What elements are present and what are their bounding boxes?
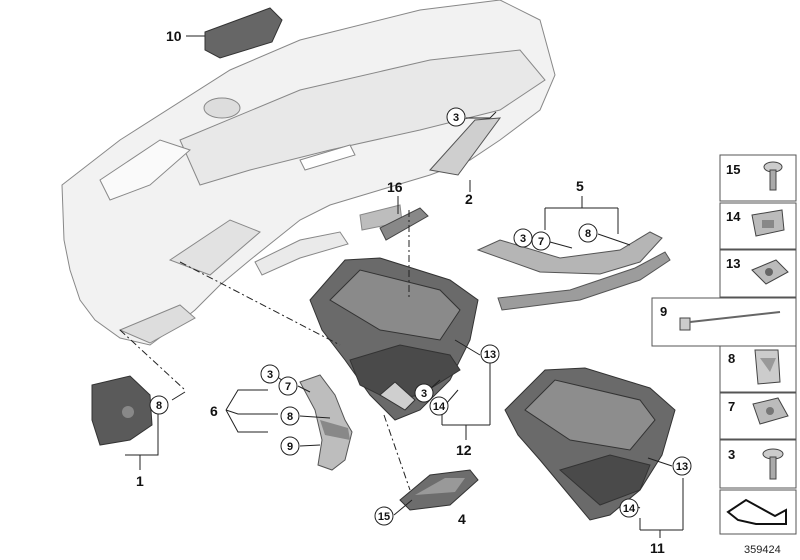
bracket-thumbnail (726, 498, 787, 525)
circle-label-3: 3 (453, 112, 459, 124)
circle-label-13: 13 (676, 461, 688, 473)
part-1-cover (91, 375, 153, 446)
circle-label-8: 8 (585, 228, 591, 240)
callout-11: 11 (650, 540, 665, 556)
circle-label-14: 14 (433, 401, 446, 413)
nut-13-thumbnail (751, 259, 789, 285)
reference-number: 359424 (744, 544, 781, 556)
circle-label-3: 3 (520, 233, 526, 245)
sidebar-label-9: 9 (660, 304, 667, 319)
cable-tie-9-thumbnail (679, 311, 781, 331)
callout-1: 1 (136, 473, 144, 489)
circle-label-9: 9 (287, 441, 293, 453)
sidebar-label-15: 15 (726, 162, 740, 177)
sidebar-label-8: 8 (728, 351, 735, 366)
sidebar-label-14: 14 (726, 209, 741, 224)
dash-leaders (119, 210, 411, 491)
dashboard-carrier (61, 0, 556, 346)
part-4-switch-panel (399, 469, 479, 511)
center-console-panel (309, 257, 479, 421)
circle-label-7: 7 (285, 381, 291, 393)
part-11-console (504, 367, 676, 521)
circle-label-15: 15 (378, 511, 390, 523)
callout-10: 10 (166, 28, 182, 44)
clip-8-thumbnail (754, 349, 781, 385)
circle-label-7: 7 (538, 236, 544, 248)
circle-label-8: 8 (287, 411, 293, 423)
screw-3-thumbnail (762, 448, 784, 480)
circle-label-13: 13 (484, 349, 496, 361)
part-16-trim (379, 196, 429, 241)
sidebar-label-13: 13 (726, 256, 740, 271)
part-10-cover (186, 7, 283, 59)
callout-4: 4 (458, 511, 466, 527)
small-parts-sidebar (651, 154, 797, 535)
clip-14-thumbnail (751, 209, 785, 237)
circle-callouts (149, 107, 692, 526)
clip-7-thumbnail (752, 397, 789, 425)
callout-12: 12 (456, 442, 472, 458)
circle-label-3: 3 (421, 388, 427, 400)
screw-15-thumbnail (763, 161, 783, 191)
callout-6: 6 (210, 403, 218, 419)
sidebar-label-3: 3 (728, 447, 735, 462)
callout-2: 2 (465, 191, 473, 207)
callout-5: 5 (576, 178, 584, 194)
circle-label-14: 14 (623, 503, 636, 515)
sidebar-label-7: 7 (728, 399, 735, 414)
callout-16: 16 (387, 179, 403, 195)
circle-label-8: 8 (156, 400, 162, 412)
circle-label-3: 3 (267, 369, 273, 381)
part-6-trim (299, 374, 353, 471)
part-5-decor-strips (476, 196, 671, 311)
